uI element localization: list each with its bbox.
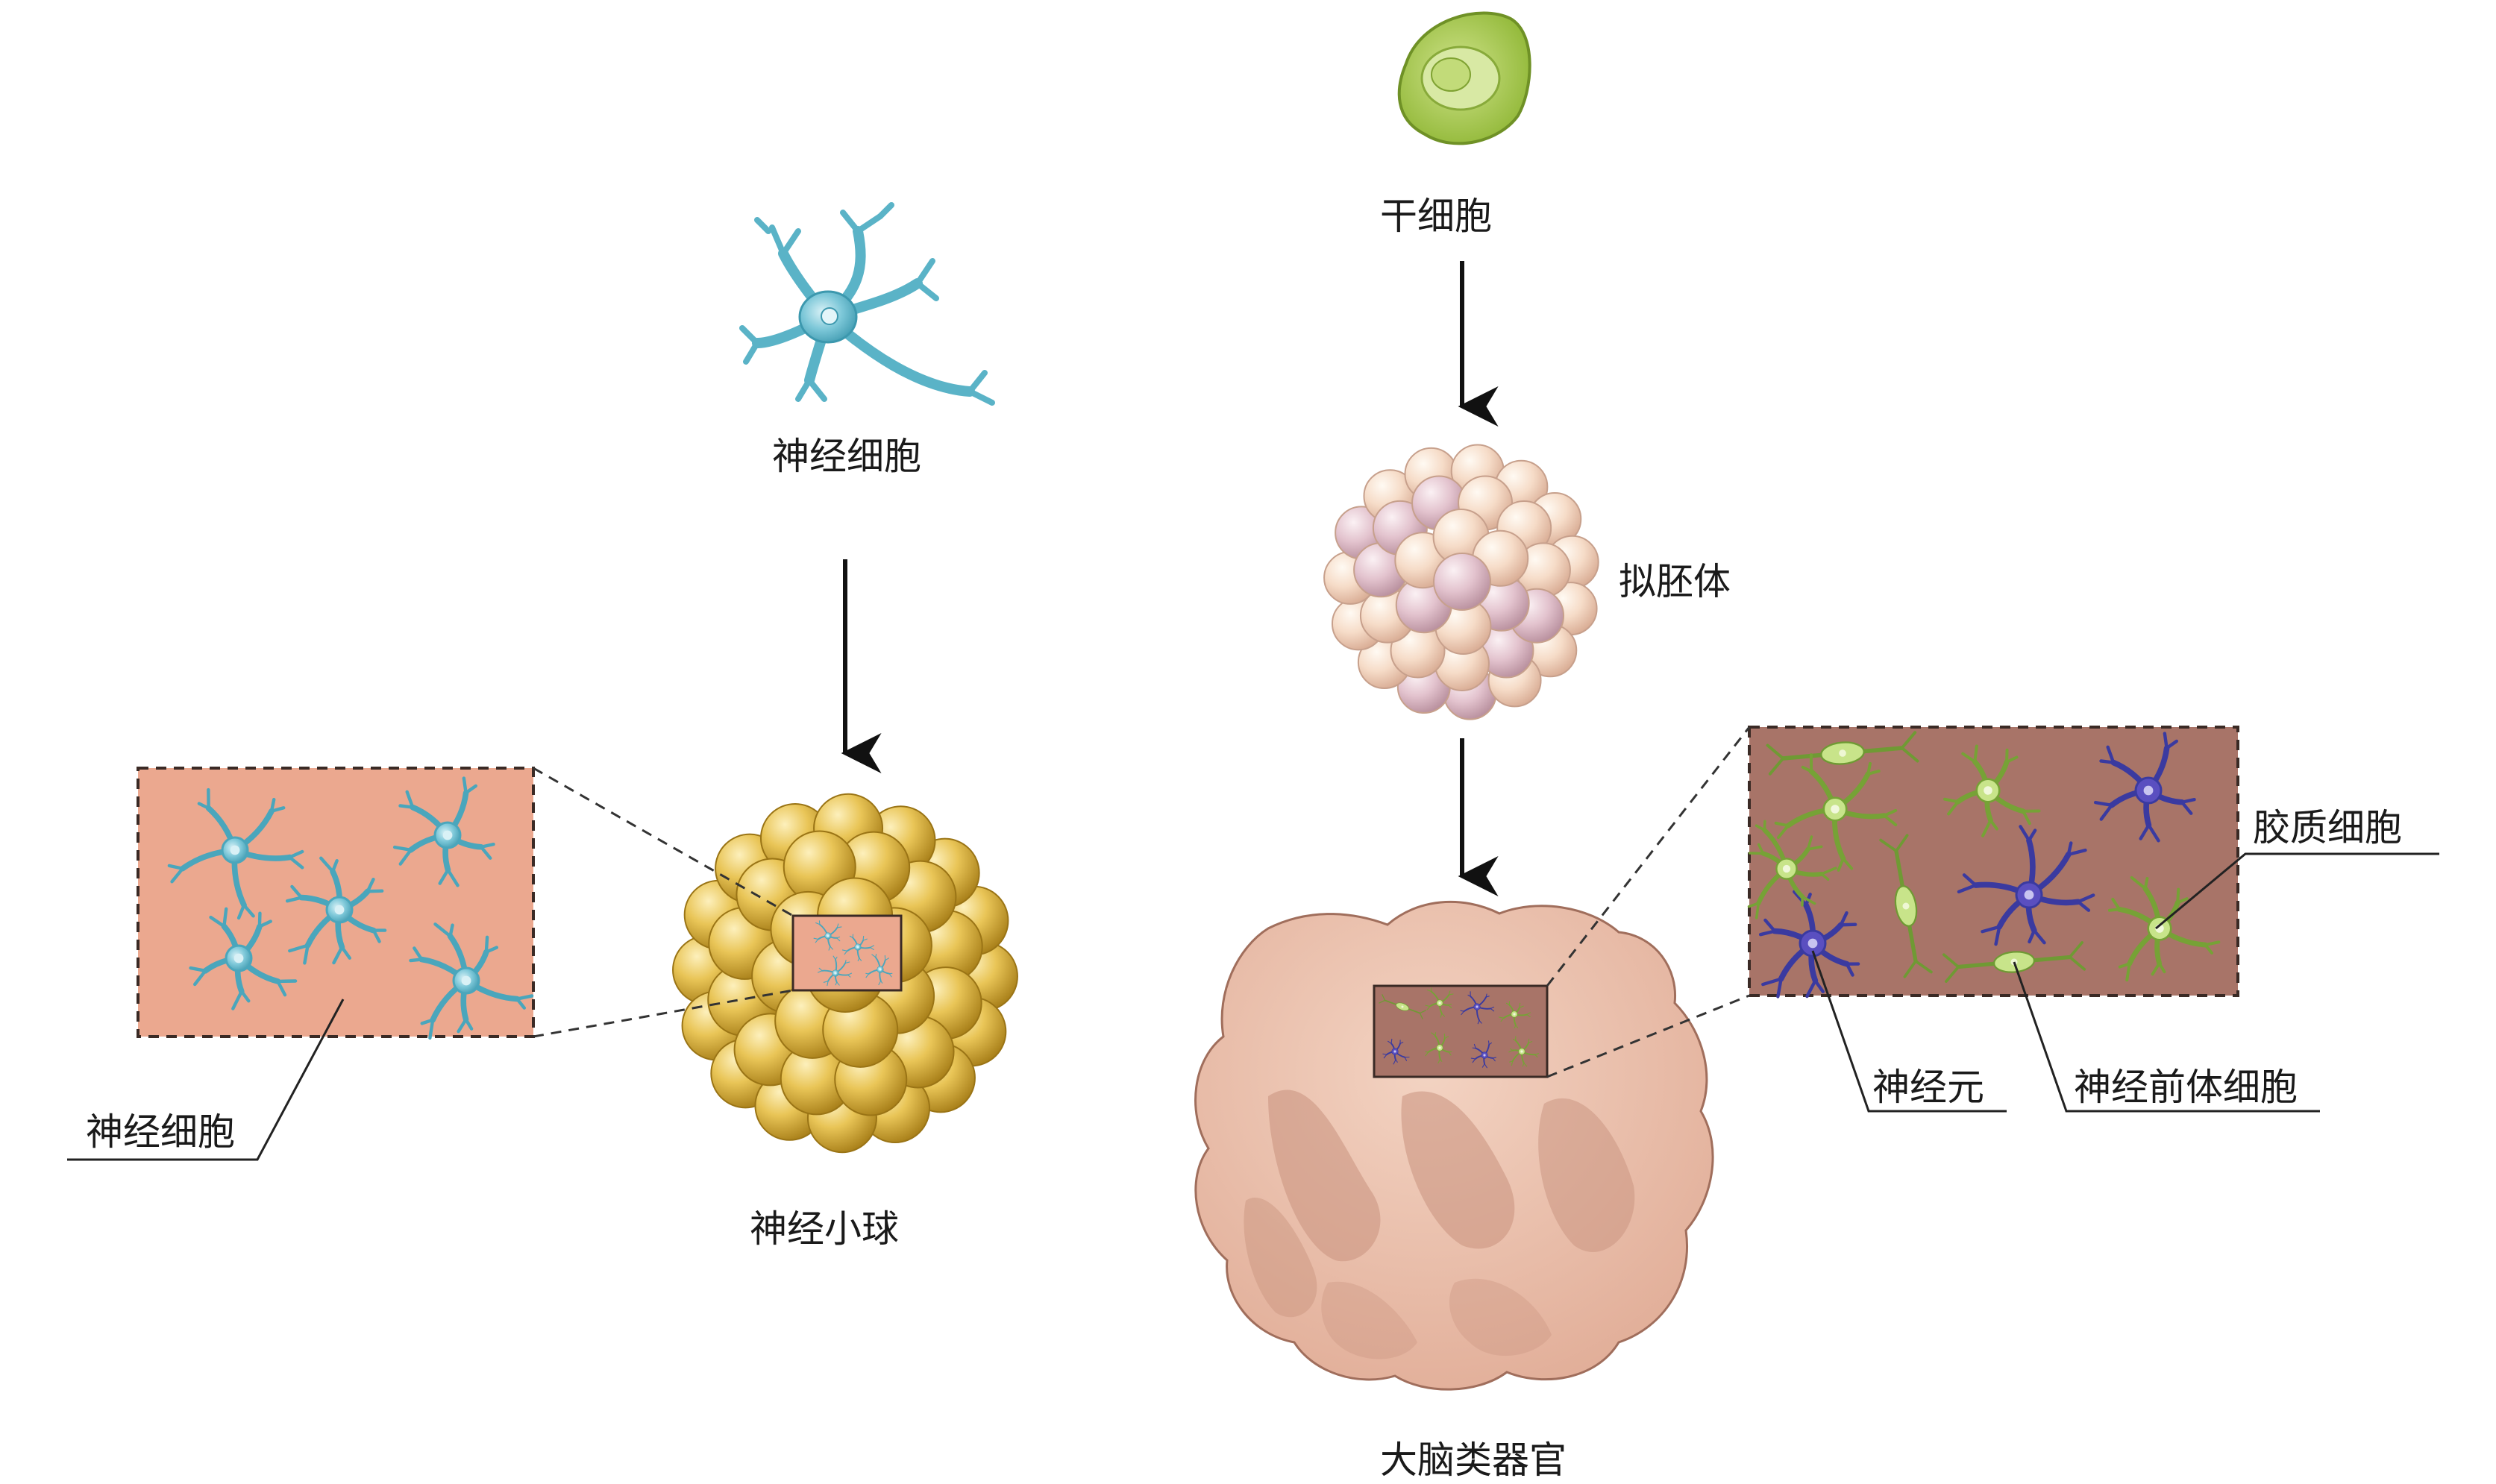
stem-cell-icon <box>1399 13 1530 144</box>
neuron-cell-icon <box>742 205 992 403</box>
glia-label: 胶质细胞 <box>2253 798 2402 852</box>
neuron-right-label: 神经元 <box>1872 1057 1984 1111</box>
stem-cell-label: 干细胞 <box>1380 186 1492 240</box>
organoid-zoom-panel <box>1749 727 2238 996</box>
brain-organoid-icon <box>1196 902 1713 1389</box>
neuron-callout-label: 神经细胞 <box>86 1102 235 1156</box>
neuron-top-label: 神经细胞 <box>772 427 921 480</box>
embryoid-body-label: 拟胚体 <box>1619 552 1731 606</box>
organoid-inset <box>1374 986 1547 1077</box>
neurosphere-label: 神经小球 <box>750 1199 899 1253</box>
npc-label: 神经前体细胞 <box>2074 1057 2298 1111</box>
brain-organoid-label: 大脑类器官 <box>1380 1430 1567 1484</box>
neurosphere-inset <box>793 916 901 990</box>
embryoid-body-icon <box>1324 444 1599 719</box>
neuron-zoom-panel <box>138 768 533 1038</box>
